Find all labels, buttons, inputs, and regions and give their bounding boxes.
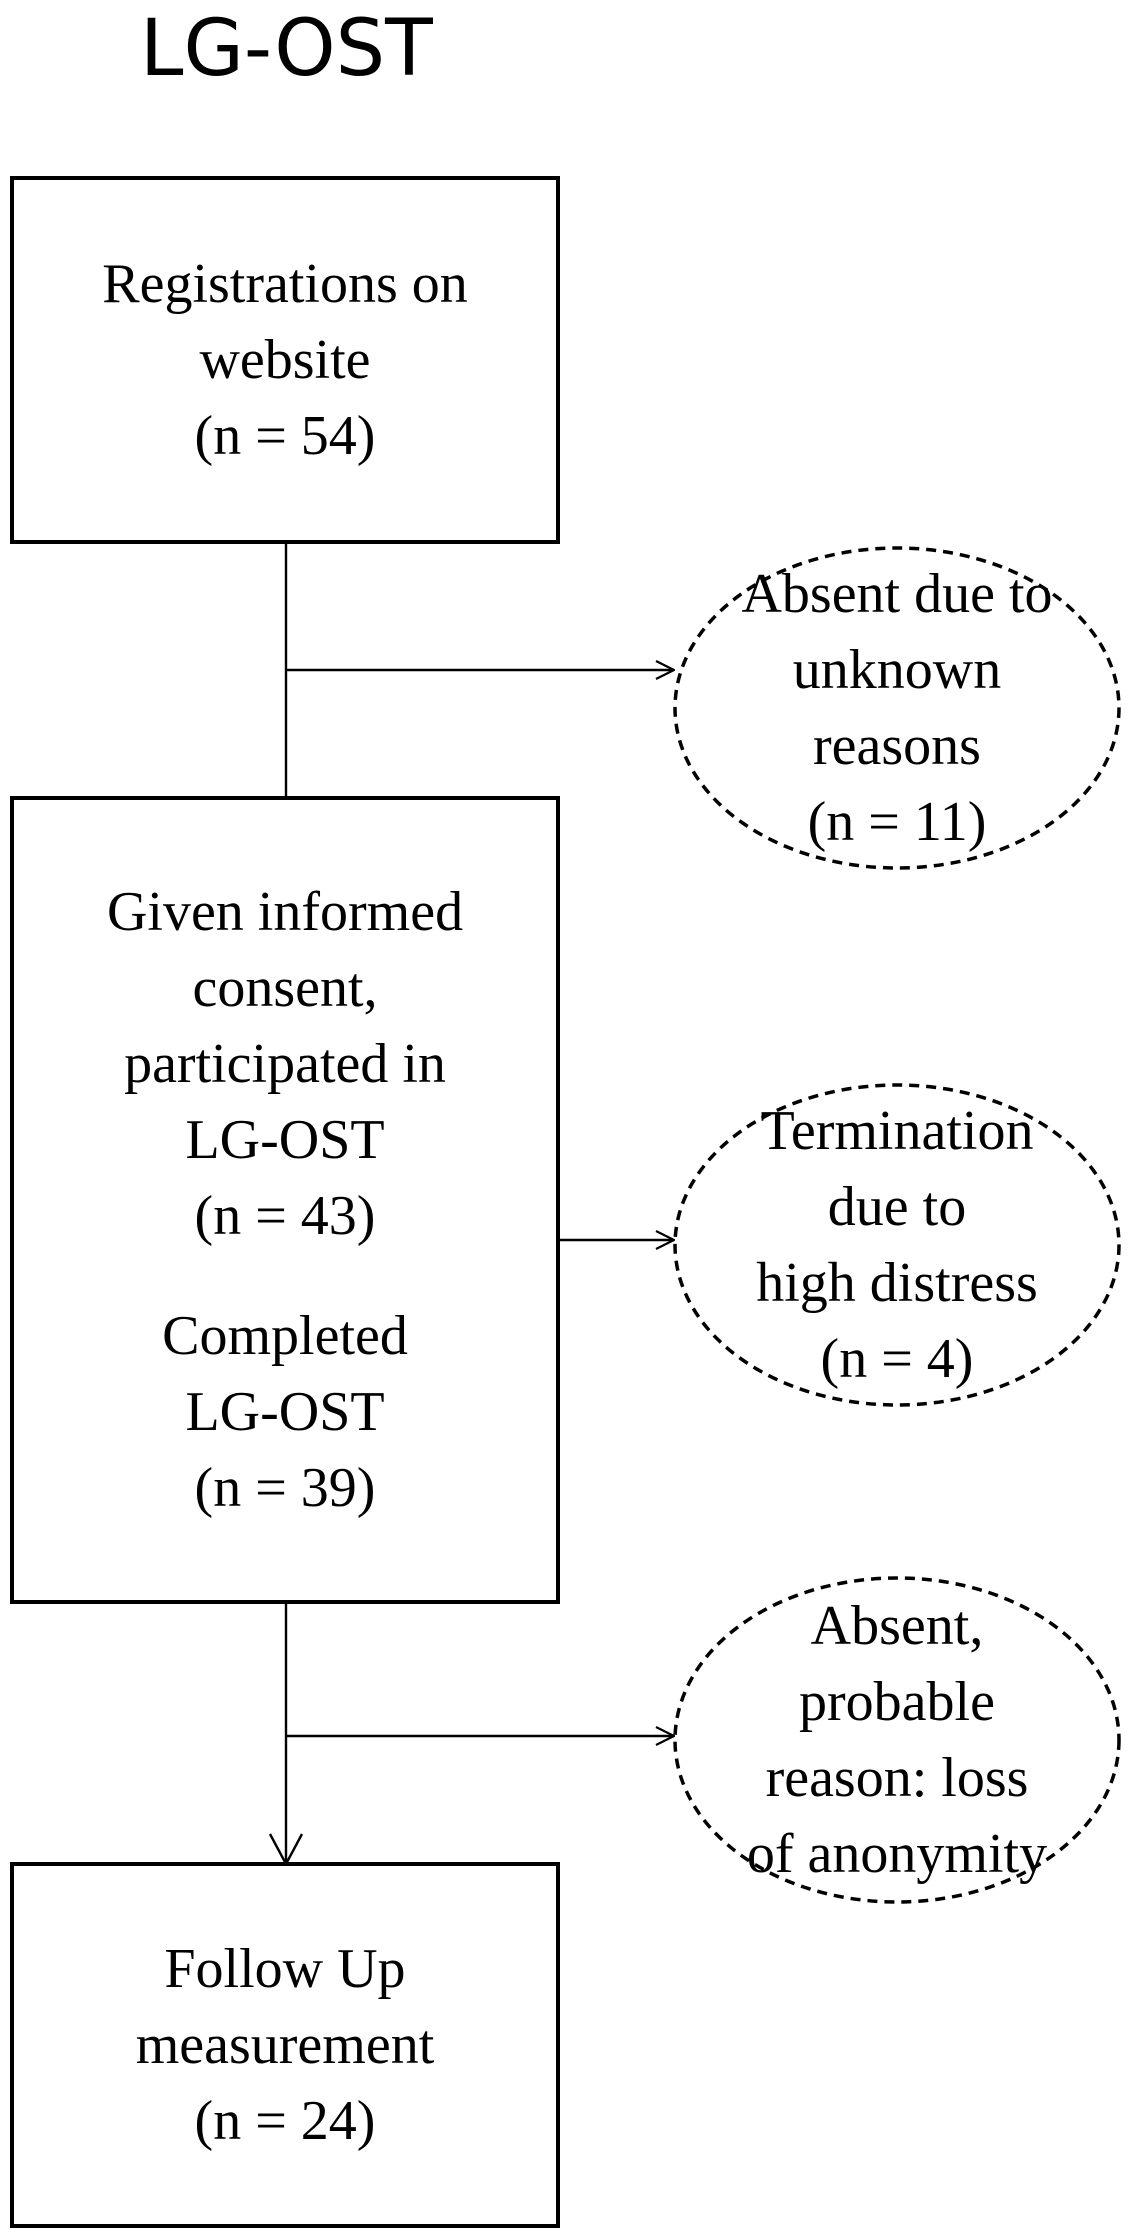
- unknown-reasons-count: (n = 11): [807, 791, 987, 853]
- consent-box: [10, 796, 560, 1604]
- high-distress-line: Termination: [760, 1100, 1034, 1162]
- diagram-title: LG-OST: [140, 4, 433, 94]
- loss-of-anonymity-line: reason: loss: [765, 1747, 1029, 1809]
- high-distress-line: due to: [827, 1176, 967, 1238]
- completed-count: (n = 39): [194, 1457, 376, 1519]
- loss-of-anonymity-line: Absent,: [810, 1595, 984, 1657]
- followup-line: Follow Up: [164, 1938, 406, 2000]
- followup-line: measurement: [135, 2014, 435, 2076]
- high-distress-oval: [673, 1083, 1121, 1407]
- unknown-reasons-line: Absent due to: [741, 563, 1053, 625]
- registrations-box-text: Registrations on website (n = 54): [14, 180, 556, 540]
- completed-line: LG-OST: [185, 1381, 385, 1443]
- high-distress-count: (n = 4): [820, 1328, 974, 1390]
- participated-line: Given informed: [106, 881, 464, 943]
- loss-of-anonymity-oval: [673, 1576, 1121, 1904]
- unknown-reasons-line: reasons: [813, 715, 981, 777]
- completed-line: Completed: [162, 1305, 408, 1367]
- high-distress-line: high distress: [756, 1252, 1038, 1314]
- consent-box-text: Given informed consent, participated in …: [14, 800, 556, 1600]
- loss-of-anonymity-line: of anonymity: [746, 1823, 1048, 1885]
- participated-line: consent,: [192, 957, 378, 1019]
- registrations-box: [10, 176, 560, 544]
- registrations-count: (n = 54): [194, 405, 376, 467]
- registrations-line: Registrations on: [102, 253, 468, 315]
- followup-count: (n = 24): [194, 2090, 376, 2152]
- followup-box-text: Follow Up measurement (n = 24): [14, 1866, 556, 2224]
- unknown-reasons-line: unknown: [792, 639, 1002, 701]
- registrations-line: website: [199, 329, 371, 391]
- unknown-reasons-oval: [673, 546, 1121, 870]
- loss-of-anonymity-text: Absent, probable reason: loss of anonymi…: [672, 1580, 1122, 1900]
- participated-line: participated in: [124, 1033, 446, 1095]
- loss-of-anonymity-line: probable: [799, 1671, 995, 1733]
- high-distress-text: Termination due to high distress (n = 4): [672, 1085, 1122, 1405]
- participated-count: (n = 43): [194, 1185, 376, 1247]
- unknown-reasons-text: Absent due to unknown reasons (n = 11): [672, 548, 1122, 868]
- participated-line: LG-OST: [185, 1109, 385, 1171]
- text-spacer: [107, 1254, 463, 1298]
